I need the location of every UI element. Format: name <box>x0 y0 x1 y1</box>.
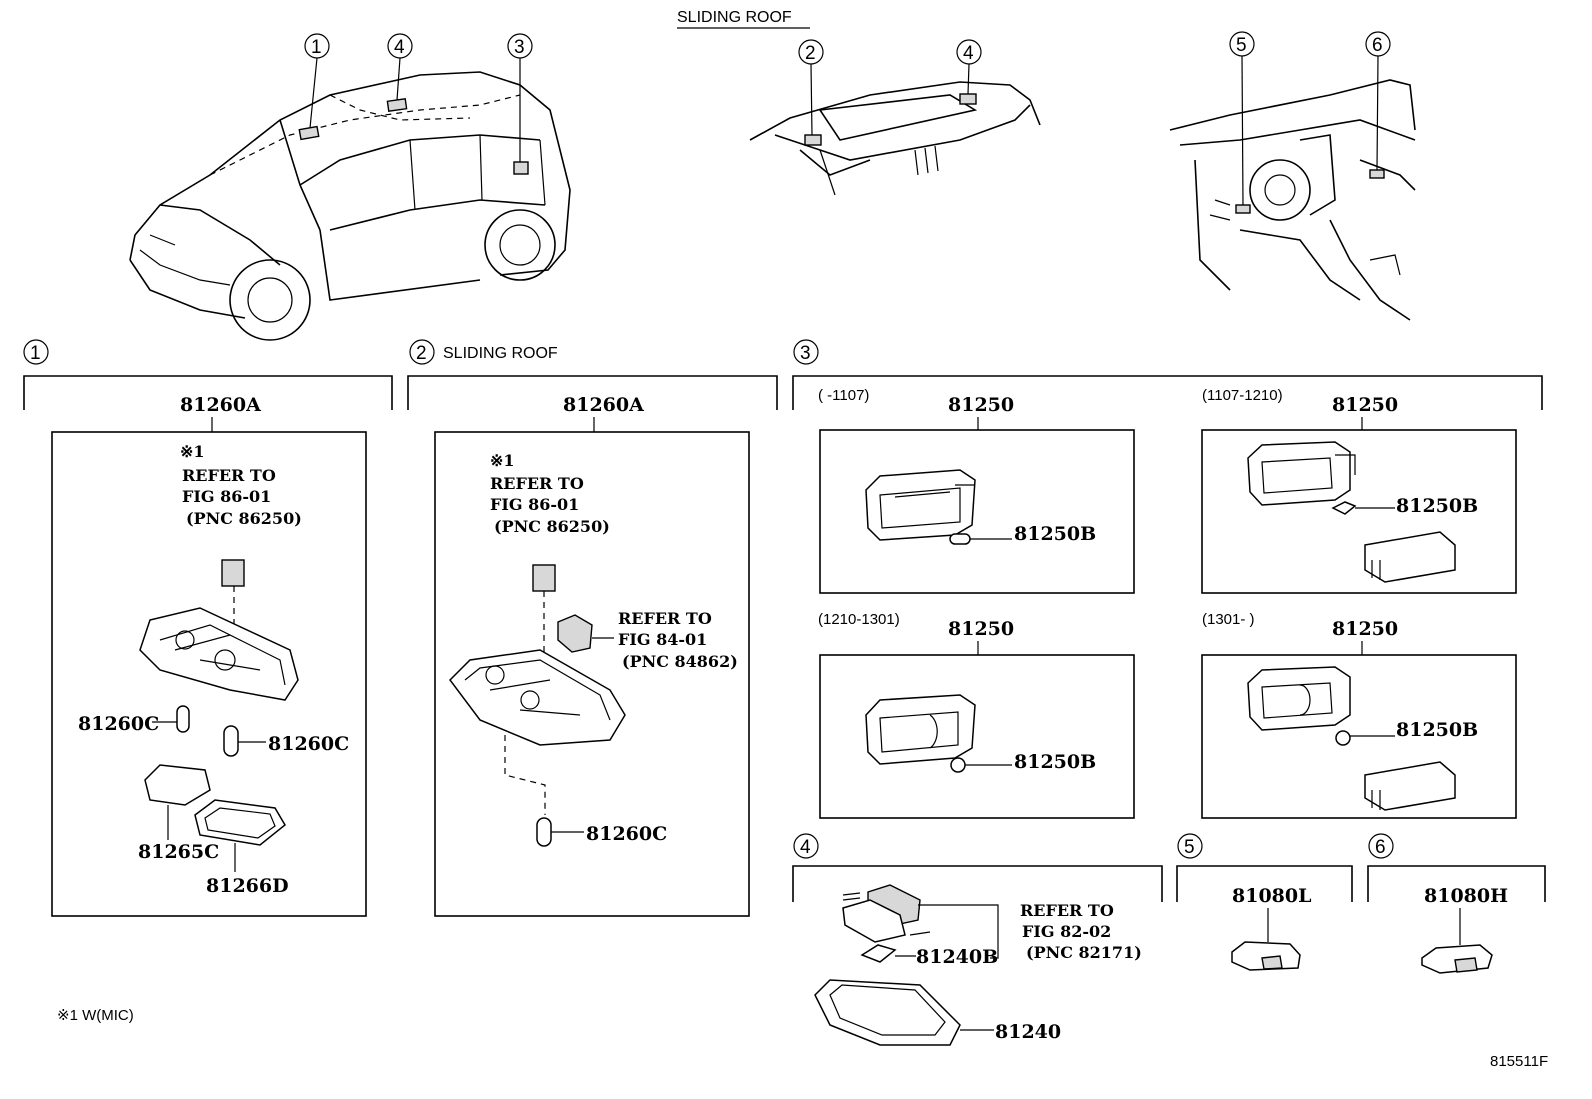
variant-1-frame <box>819 429 1135 594</box>
variant-4-frame <box>1201 654 1517 819</box>
section-2-part: 81260A <box>563 394 644 416</box>
section-1-part-81260c-a: 81260C <box>78 713 159 735</box>
section-1: 1 81260A ※1 REFER TO FIG 86-01 (PNC 8625… <box>23 339 393 917</box>
section-4-lamp-housing <box>814 979 961 1046</box>
section-4-refer-line1: REFER TO <box>1020 901 1114 920</box>
svg-text:4: 4 <box>394 37 405 58</box>
section-2-frame <box>434 431 750 917</box>
section-5: 5 81080L <box>1176 833 1353 971</box>
section-6: 6 81080H <box>1367 833 1546 974</box>
variant-1-bulb: 81250B <box>1014 523 1096 545</box>
sliding-roof-heading: SLIDING ROOF <box>677 9 792 26</box>
variant-4-bulb: 81250B <box>1396 719 1478 741</box>
section-1-frame <box>51 431 367 917</box>
section-6-part: 81080H <box>1424 885 1508 907</box>
svg-text:5: 5 <box>1236 35 1247 56</box>
section-4-part-81240b: 81240B <box>916 946 998 968</box>
section-2: 2 SLIDING ROOF 81260A ※1 REFER TO FIG 86… <box>407 339 778 917</box>
section-3-number: 3 <box>800 343 811 364</box>
section-2-refer-line1: REFER TO <box>490 474 584 493</box>
section-4-part-81240: 81240 <box>995 1021 1061 1043</box>
variant-2-frame <box>1201 429 1517 594</box>
section-3: 3 ( -1107) 81250 81250B (1107-1210) 8125… <box>792 339 1543 819</box>
variant-4-part: 81250 <box>1332 618 1398 640</box>
section-1-note-mark: ※1 <box>180 442 205 461</box>
svg-text:2: 2 <box>805 43 816 64</box>
dashboard-illustration <box>1169 79 1416 321</box>
variant-3-bulb: 81250B <box>1014 751 1096 773</box>
car-callout-3: 3 <box>507 33 533 162</box>
variant-4-date: (1301- ) <box>1202 611 1255 628</box>
dash-callout-5: 5 <box>1229 31 1255 206</box>
section-1-refer-line2: FIG 86-01 <box>182 487 271 506</box>
section-4-refer-line2: FIG 82-02 <box>1022 922 1111 941</box>
section-1-refer-line3: (PNC 86250) <box>186 509 302 528</box>
section-6-number: 6 <box>1375 837 1386 858</box>
section-2-refer2-line2: FIG 84-01 <box>618 630 707 649</box>
section-1-part: 81260A <box>180 394 261 416</box>
section-5-number: 5 <box>1184 837 1195 858</box>
section-2-refer-line3: (PNC 86250) <box>494 517 610 536</box>
car-callout-4: 4 <box>387 33 413 101</box>
section-1-part-81260c-b: 81260C <box>268 733 349 755</box>
roof-callout-2: 2 <box>798 39 824 136</box>
section-2-title: SLIDING ROOF <box>443 345 558 362</box>
roof-callout-4: 4 <box>956 39 982 95</box>
section-4-number: 4 <box>800 837 811 858</box>
variant-1-date: ( -1107) <box>818 387 869 404</box>
section-1-part-81265c: 81265C <box>138 841 219 863</box>
variant-2-bulb: 81250B <box>1396 495 1478 517</box>
dash-callout-6: 6 <box>1365 31 1391 171</box>
section-2-number: 2 <box>416 343 427 364</box>
section-1-part-81266d: 81266D <box>206 875 289 897</box>
section-2-refer-line2: FIG 86-01 <box>490 495 579 514</box>
section-4: 4 REFER TO FIG 82-02 (PNC 82171) 81240B … <box>792 833 1163 1046</box>
variant-2-part: 81250 <box>1332 394 1398 416</box>
section-1-refer-line1: REFER TO <box>182 466 276 485</box>
section-2-note-mark: ※1 <box>490 451 515 470</box>
svg-text:3: 3 <box>514 37 525 58</box>
figure-id: 815511F <box>1490 1053 1548 1070</box>
variant-3-date: (1210-1301) <box>818 611 900 628</box>
variant-2-date: (1107-1210) <box>1202 387 1283 404</box>
car-callout-1: 1 <box>304 33 330 129</box>
section-2-part-81260c: 81260C <box>586 823 667 845</box>
section-1-number: 1 <box>30 343 41 364</box>
section-4-refer-line3: (PNC 82171) <box>1026 943 1142 962</box>
section-2-lamp-housing <box>449 649 626 746</box>
footnote: ※1 W(MIC) <box>57 1007 134 1024</box>
variant-3-frame <box>819 654 1135 819</box>
section-5-part: 81080L <box>1232 885 1311 907</box>
svg-text:4: 4 <box>963 43 974 64</box>
section-2-refer2-line1: REFER TO <box>618 609 712 628</box>
variant-1-part: 81250 <box>948 394 1014 416</box>
variant-3-part: 81250 <box>948 618 1014 640</box>
section-1-lamp-housing <box>139 607 299 701</box>
section-2-refer2-line3: (PNC 84862) <box>622 652 738 671</box>
car-illustration <box>129 71 571 341</box>
svg-text:1: 1 <box>311 37 322 58</box>
svg-text:6: 6 <box>1372 35 1383 56</box>
roof-illustration <box>749 81 1041 196</box>
